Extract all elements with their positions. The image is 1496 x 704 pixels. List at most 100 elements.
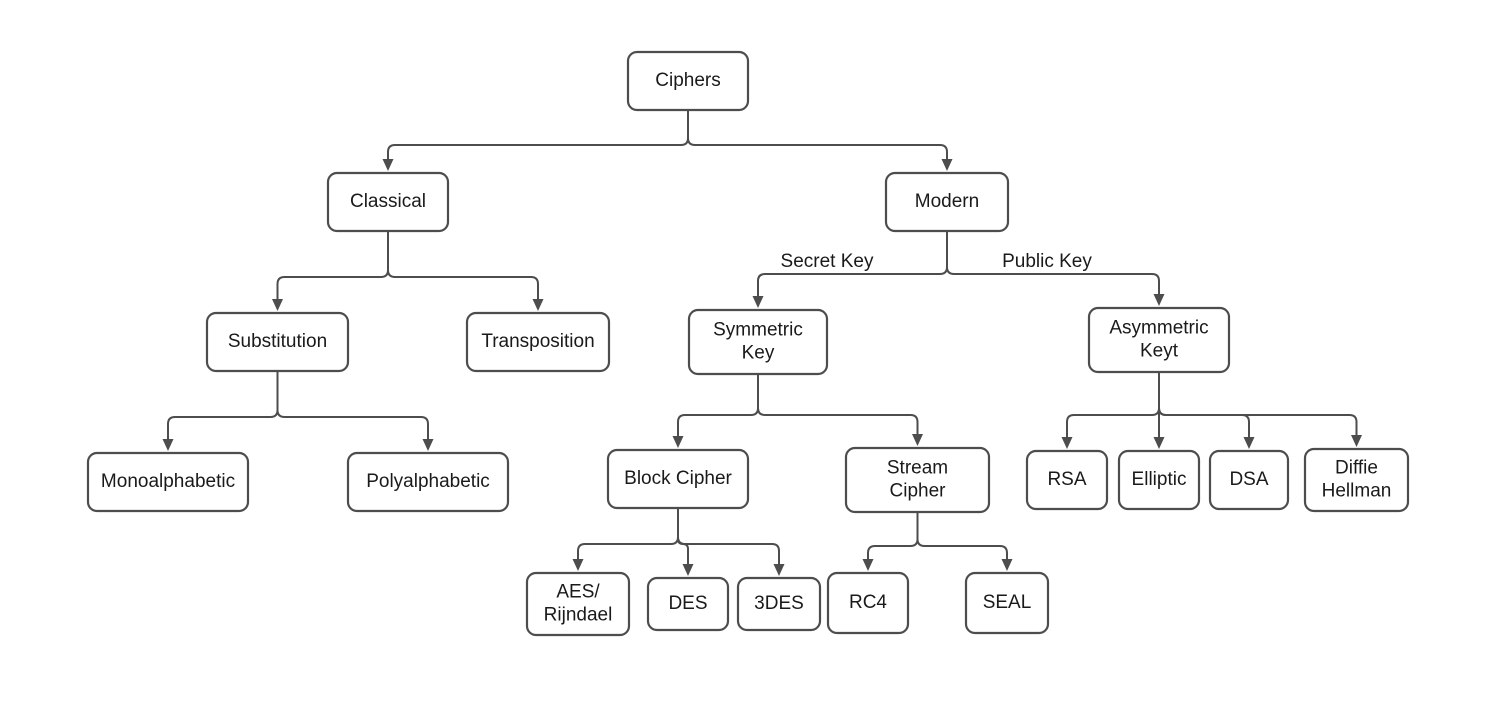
node-label-symmetric: Key [742,343,775,364]
arrow-head-icon [1153,294,1165,306]
label-public-key: Public Key [1002,251,1092,272]
node-classical[interactable]: Classical [326,171,450,233]
node-box-des [646,576,730,632]
node-transposition[interactable]: Transposition [465,311,611,373]
node-label-aes: Rijndael [544,605,613,626]
node-elliptic[interactable]: Elliptic [1117,449,1201,511]
node-box-classical [326,171,450,233]
edge-e-symmetric-block [672,374,759,448]
edge-line-e-classical-substitution [276,231,389,299]
node-box-asymmetric [1087,306,1231,374]
arrow-head-icon [532,299,544,311]
edge-line-e-block-des [677,508,689,564]
node-label-diffiehellman: Hellman [1322,481,1392,502]
node-box-symmetric [687,308,829,376]
label-secret-key: Secret Key [781,251,874,272]
node-monoalphabetic[interactable]: Monoalphabetic [86,451,250,513]
edge-e-stream-seal [916,512,1013,571]
node-label-ciphers: Ciphers [655,70,720,91]
edge-e-ciphers-classical [382,110,689,171]
node-blockcipher[interactable]: Block Cipher [606,448,750,510]
edge-label-layer: Secret Key Public Key [781,251,1093,272]
edge-line-e-asymmetric-diffie [1158,372,1358,435]
edge-e-symmetric-stream [757,374,923,446]
node-box-tripledes [736,576,822,632]
arrow-head-icon [1001,559,1013,571]
arrow-head-icon [672,436,684,448]
node-label-transposition: Transposition [481,331,594,352]
node-des[interactable]: DES [646,576,730,632]
node-tripledes[interactable]: 3DES [736,576,822,632]
arrow-head-icon [1061,437,1073,449]
node-label-elliptic: Elliptic [1132,469,1187,490]
arrow-head-icon [912,434,923,446]
edge-line-e-ciphers-modern [687,110,948,159]
node-box-ciphers [626,50,750,112]
arrow-head-icon [572,559,584,571]
edge-e-modern-asymmetric [946,231,1165,306]
arrow-head-icon [773,564,785,576]
arrow-head-icon [752,296,764,308]
node-box-rsa [1025,449,1109,511]
edge-e-classical-substitution [272,231,389,311]
node-box-rc4 [826,571,910,635]
arrow-head-icon [682,564,694,576]
node-label-asymmetric: Asymmetric [1109,318,1208,339]
edge-line-e-substitution-poly [276,371,429,439]
edge-e-block-3des [677,508,785,576]
node-ciphers[interactable]: Ciphers [626,50,750,112]
node-seal[interactable]: SEAL [964,571,1050,635]
node-label-streamcipher: Cipher [890,481,947,502]
edge-e-asymmetric-dsa [1158,372,1255,449]
edge-line-e-substitution-mono [167,371,279,439]
node-label-symmetric: Symmetric [713,320,803,341]
node-label-blockcipher: Block Cipher [624,468,732,489]
arrow-head-icon [272,299,283,311]
edge-e-ciphers-modern [687,110,953,171]
node-label-diffiehellman: Diffie [1335,458,1378,479]
node-substitution[interactable]: Substitution [205,311,350,373]
node-box-aes [525,571,631,637]
edge-line-e-block-3des [677,508,780,564]
node-label-seal: SEAL [983,592,1032,613]
node-label-streamcipher: Stream [887,458,948,479]
node-dsa[interactable]: DSA [1208,449,1290,511]
arrow-head-icon [941,159,953,171]
arrow-head-icon [862,559,874,571]
node-label-monoalphabetic: Monoalphabetic [101,471,235,492]
arrow-head-icon [1351,435,1362,447]
edge-e-asymmetric-diffie [1158,372,1362,447]
node-box-dsa [1208,449,1290,511]
edge-e-block-aes [572,508,679,571]
arrow-head-icon [1153,437,1165,449]
node-rsa[interactable]: RSA [1025,449,1109,511]
node-box-substitution [205,311,350,373]
node-box-blockcipher [606,448,750,510]
node-box-modern [884,171,1010,233]
node-modern[interactable]: Modern [884,171,1010,233]
edge-e-classical-transposition [387,231,544,311]
edge-line-e-asymmetric-dsa [1158,372,1250,437]
node-box-monoalphabetic [86,451,250,513]
edge-line-e-asymmetric-rsa [1066,372,1160,437]
edge-line-e-ciphers-classical [387,110,689,159]
node-label-dsa: DSA [1229,469,1268,490]
node-label-tripledes: 3DES [754,593,804,614]
node-aes[interactable]: AES/Rijndael [525,571,631,637]
arrow-head-icon [1243,437,1255,449]
node-rc4[interactable]: RC4 [826,571,910,635]
node-label-modern: Modern [915,191,979,212]
edge-line-e-modern-asymmetric [946,231,1160,294]
edge-line-e-stream-rc4 [867,512,919,559]
edge-e-substitution-poly [276,371,434,451]
node-box-polyalphabetic [346,451,510,513]
edge-line-e-symmetric-stream [757,374,919,434]
edge-line-e-classical-transposition [387,231,539,299]
node-polyalphabetic[interactable]: Polyalphabetic [346,451,510,513]
node-box-elliptic [1117,449,1201,511]
